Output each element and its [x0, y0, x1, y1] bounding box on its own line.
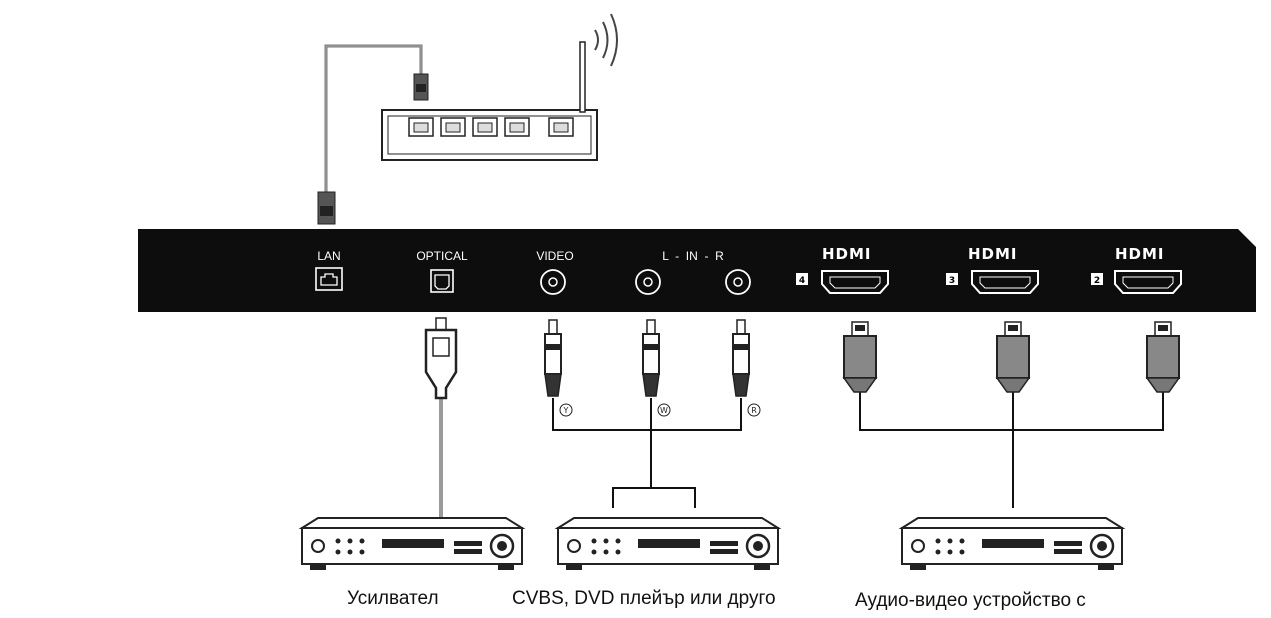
- video-label: VIDEO: [536, 249, 573, 263]
- hdmi-port-number: 2: [1094, 276, 1100, 286]
- device-av-hdmi-icon: [898, 517, 1126, 570]
- rca-plug-icon: [642, 319, 660, 397]
- hdmi-port-number: 3: [949, 276, 955, 286]
- rj45-plug-icon: [317, 191, 336, 225]
- audio-right-jack-icon: [725, 269, 751, 295]
- rj45-plug-icon: [413, 73, 429, 101]
- video-jack-icon: [540, 269, 566, 295]
- hdmi-plug-icon: [1145, 321, 1181, 393]
- router-port: [408, 117, 434, 137]
- hdmi-cables: [842, 321, 1181, 508]
- router-port: [472, 117, 498, 137]
- hdmi-plug-icon: [995, 321, 1031, 393]
- router-wan-port: [548, 117, 574, 137]
- optical-port-icon: [430, 269, 454, 293]
- optical-label: OPTICAL: [416, 249, 468, 263]
- tv-back-panel: LAN OPTICAL VIDEO L - IN - R: [138, 229, 1256, 312]
- audio-left-jack-icon: [635, 269, 661, 295]
- optical-cable: [424, 317, 458, 520]
- rca-cables: Y W R: [544, 319, 761, 508]
- caption-dvd-player: CVBS, DVD плейър или друго: [512, 588, 776, 609]
- router: [381, 13, 618, 161]
- rca-white-marker: W: [657, 403, 671, 417]
- hdmi-plug-icon: [842, 321, 878, 393]
- router-antenna: [579, 41, 586, 113]
- network-cable: [317, 44, 429, 225]
- svg-text:Y: Y: [563, 406, 569, 415]
- caption-av-device: Аудио-видео устройство с: [855, 590, 1086, 611]
- svg-text:R: R: [751, 406, 757, 415]
- hdmi-logo: HDMI: [822, 245, 872, 263]
- device-dvd-player-icon: [554, 517, 782, 570]
- hdmi-port-4: HDMI 4: [796, 245, 889, 294]
- lan-port-icon: [315, 267, 343, 291]
- hdmi-port-number: 4: [799, 276, 805, 286]
- hdmi-port-2: HDMI 2: [1091, 245, 1182, 294]
- device-amplifier-icon: [298, 517, 526, 570]
- wifi-signal-icon: [594, 13, 618, 67]
- caption-amplifier: Усилвател: [347, 588, 439, 609]
- lan-label: LAN: [317, 249, 340, 263]
- router-port: [504, 117, 530, 137]
- rca-plug-icon: [544, 319, 562, 397]
- rca-yellow-marker: Y: [559, 403, 573, 417]
- svg-text:W: W: [660, 406, 668, 415]
- audio-in-label: L - IN - R: [662, 249, 724, 263]
- hdmi-port-3: HDMI 3: [946, 245, 1039, 294]
- hdmi-logo: HDMI: [1115, 245, 1165, 263]
- optical-plug-icon: [424, 317, 458, 400]
- rca-red-marker: R: [747, 403, 761, 417]
- rca-plug-icon: [732, 319, 750, 397]
- hdmi-logo: HDMI: [968, 245, 1018, 263]
- router-port: [440, 117, 466, 137]
